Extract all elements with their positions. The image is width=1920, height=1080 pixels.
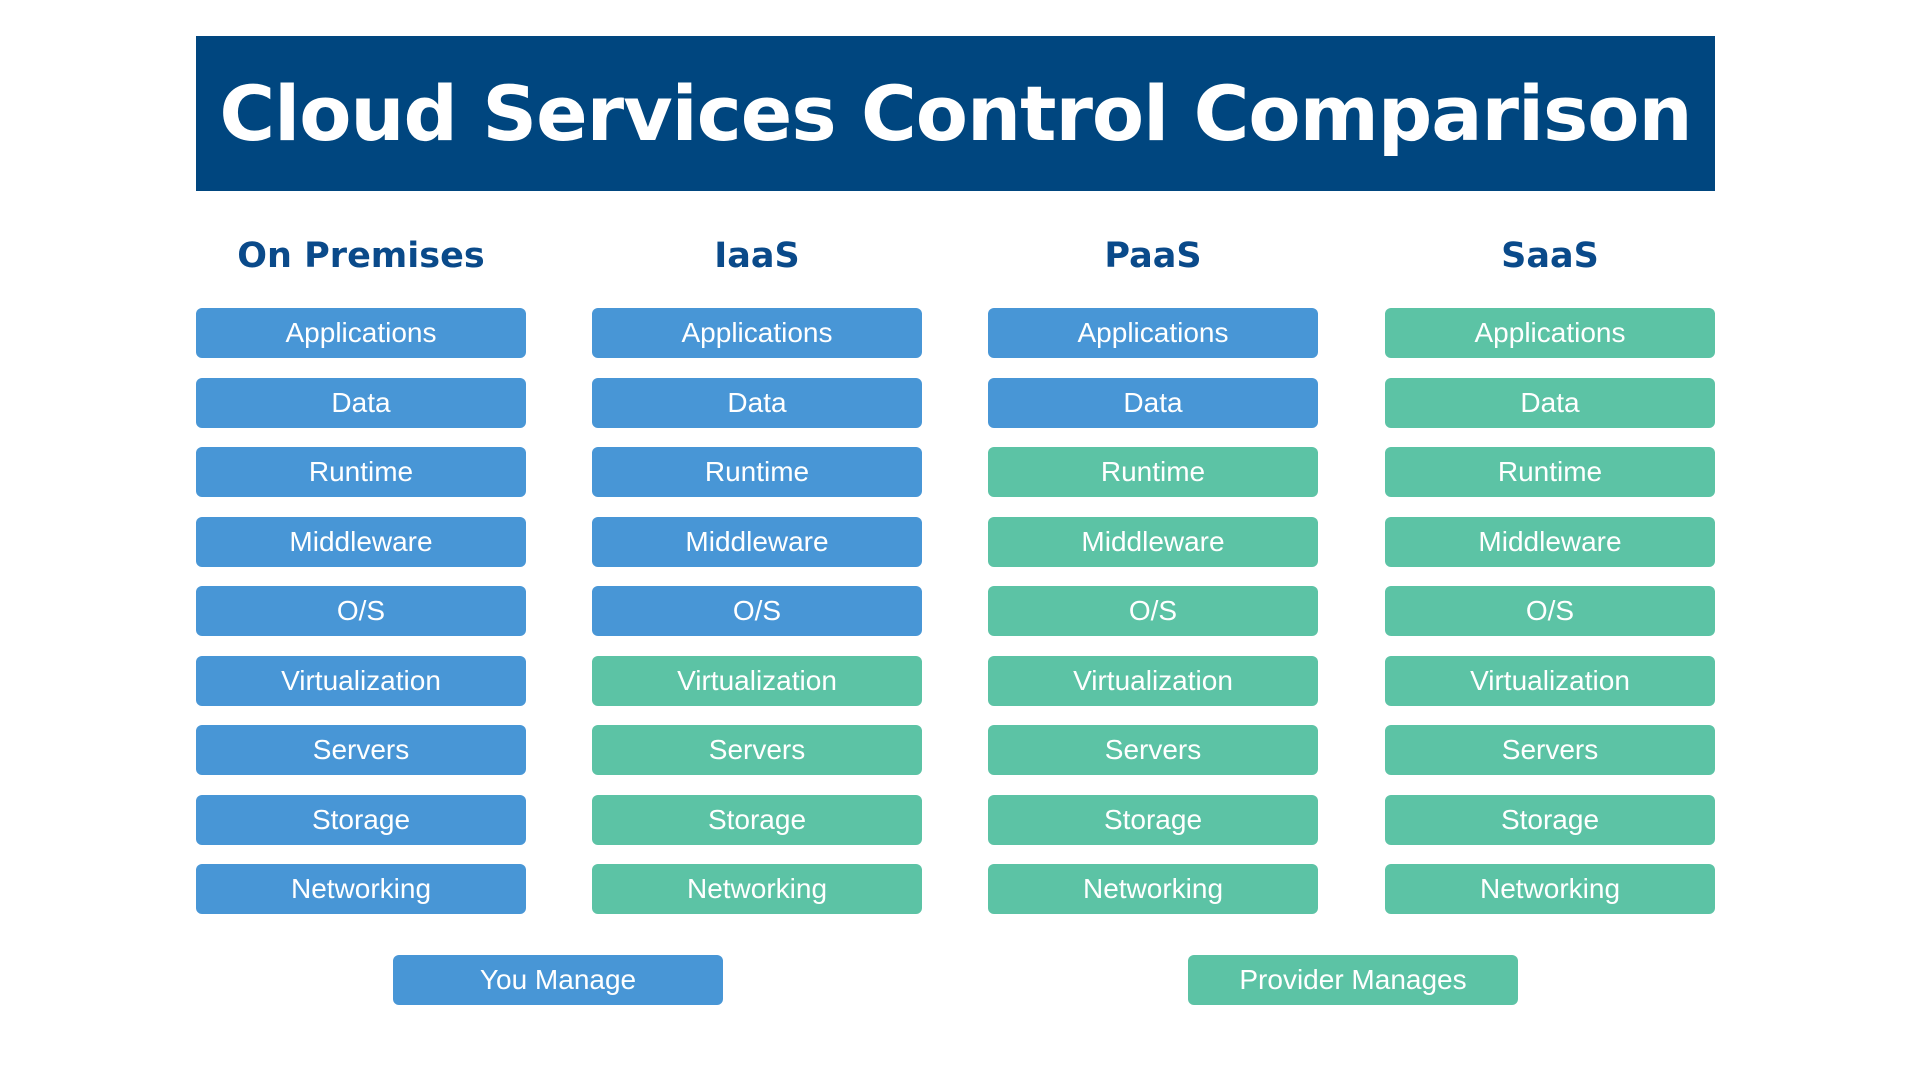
layer-middleware: Middleware <box>196 516 526 567</box>
layer-o-s: O/S <box>988 586 1318 636</box>
layer-o-s: O/S <box>196 586 526 636</box>
layer-servers: Servers <box>196 725 526 775</box>
diagram-title: Cloud Services Control Comparison <box>219 69 1692 158</box>
layer-applications: Applications <box>1385 308 1715 358</box>
layer-storage: Storage <box>592 794 922 845</box>
layer-data: Data <box>196 377 526 428</box>
title-banner: Cloud Services Control Comparison <box>196 36 1715 191</box>
column-heading: IaaS <box>714 236 800 276</box>
layer-o-s: O/S <box>592 586 922 636</box>
column-heading: SaaS <box>1501 236 1599 276</box>
layer-servers: Servers <box>592 725 922 775</box>
legend-provider-manages: Provider Manages <box>1188 955 1518 1005</box>
layer-o-s: O/S <box>1385 586 1715 636</box>
layer-middleware: Middleware <box>1385 516 1715 567</box>
layer-virtualization: Virtualization <box>592 655 922 706</box>
layer-servers: Servers <box>1385 725 1715 775</box>
layer-networking: Networking <box>988 864 1318 914</box>
layer-runtime: Runtime <box>592 447 922 497</box>
layer-servers: Servers <box>988 725 1318 775</box>
layer-virtualization: Virtualization <box>988 655 1318 706</box>
layer-runtime: Runtime <box>196 447 526 497</box>
layer-middleware: Middleware <box>988 516 1318 567</box>
column-heading: On Premises <box>237 236 485 276</box>
layer-networking: Networking <box>196 864 526 914</box>
column-heading: PaaS <box>1104 236 1202 276</box>
layer-runtime: Runtime <box>1385 447 1715 497</box>
legend-you-manage: You Manage <box>393 955 723 1005</box>
layer-data: Data <box>988 377 1318 428</box>
layer-virtualization: Virtualization <box>196 655 526 706</box>
layer-middleware: Middleware <box>592 516 922 567</box>
layer-data: Data <box>592 377 922 428</box>
layer-applications: Applications <box>988 308 1318 358</box>
layer-data: Data <box>1385 377 1715 428</box>
layer-virtualization: Virtualization <box>1385 655 1715 706</box>
layer-applications: Applications <box>196 308 526 358</box>
layer-applications: Applications <box>592 308 922 358</box>
layer-storage: Storage <box>1385 794 1715 845</box>
layer-networking: Networking <box>592 864 922 914</box>
layer-runtime: Runtime <box>988 447 1318 497</box>
layer-storage: Storage <box>196 794 526 845</box>
layer-networking: Networking <box>1385 864 1715 914</box>
layer-storage: Storage <box>988 794 1318 845</box>
